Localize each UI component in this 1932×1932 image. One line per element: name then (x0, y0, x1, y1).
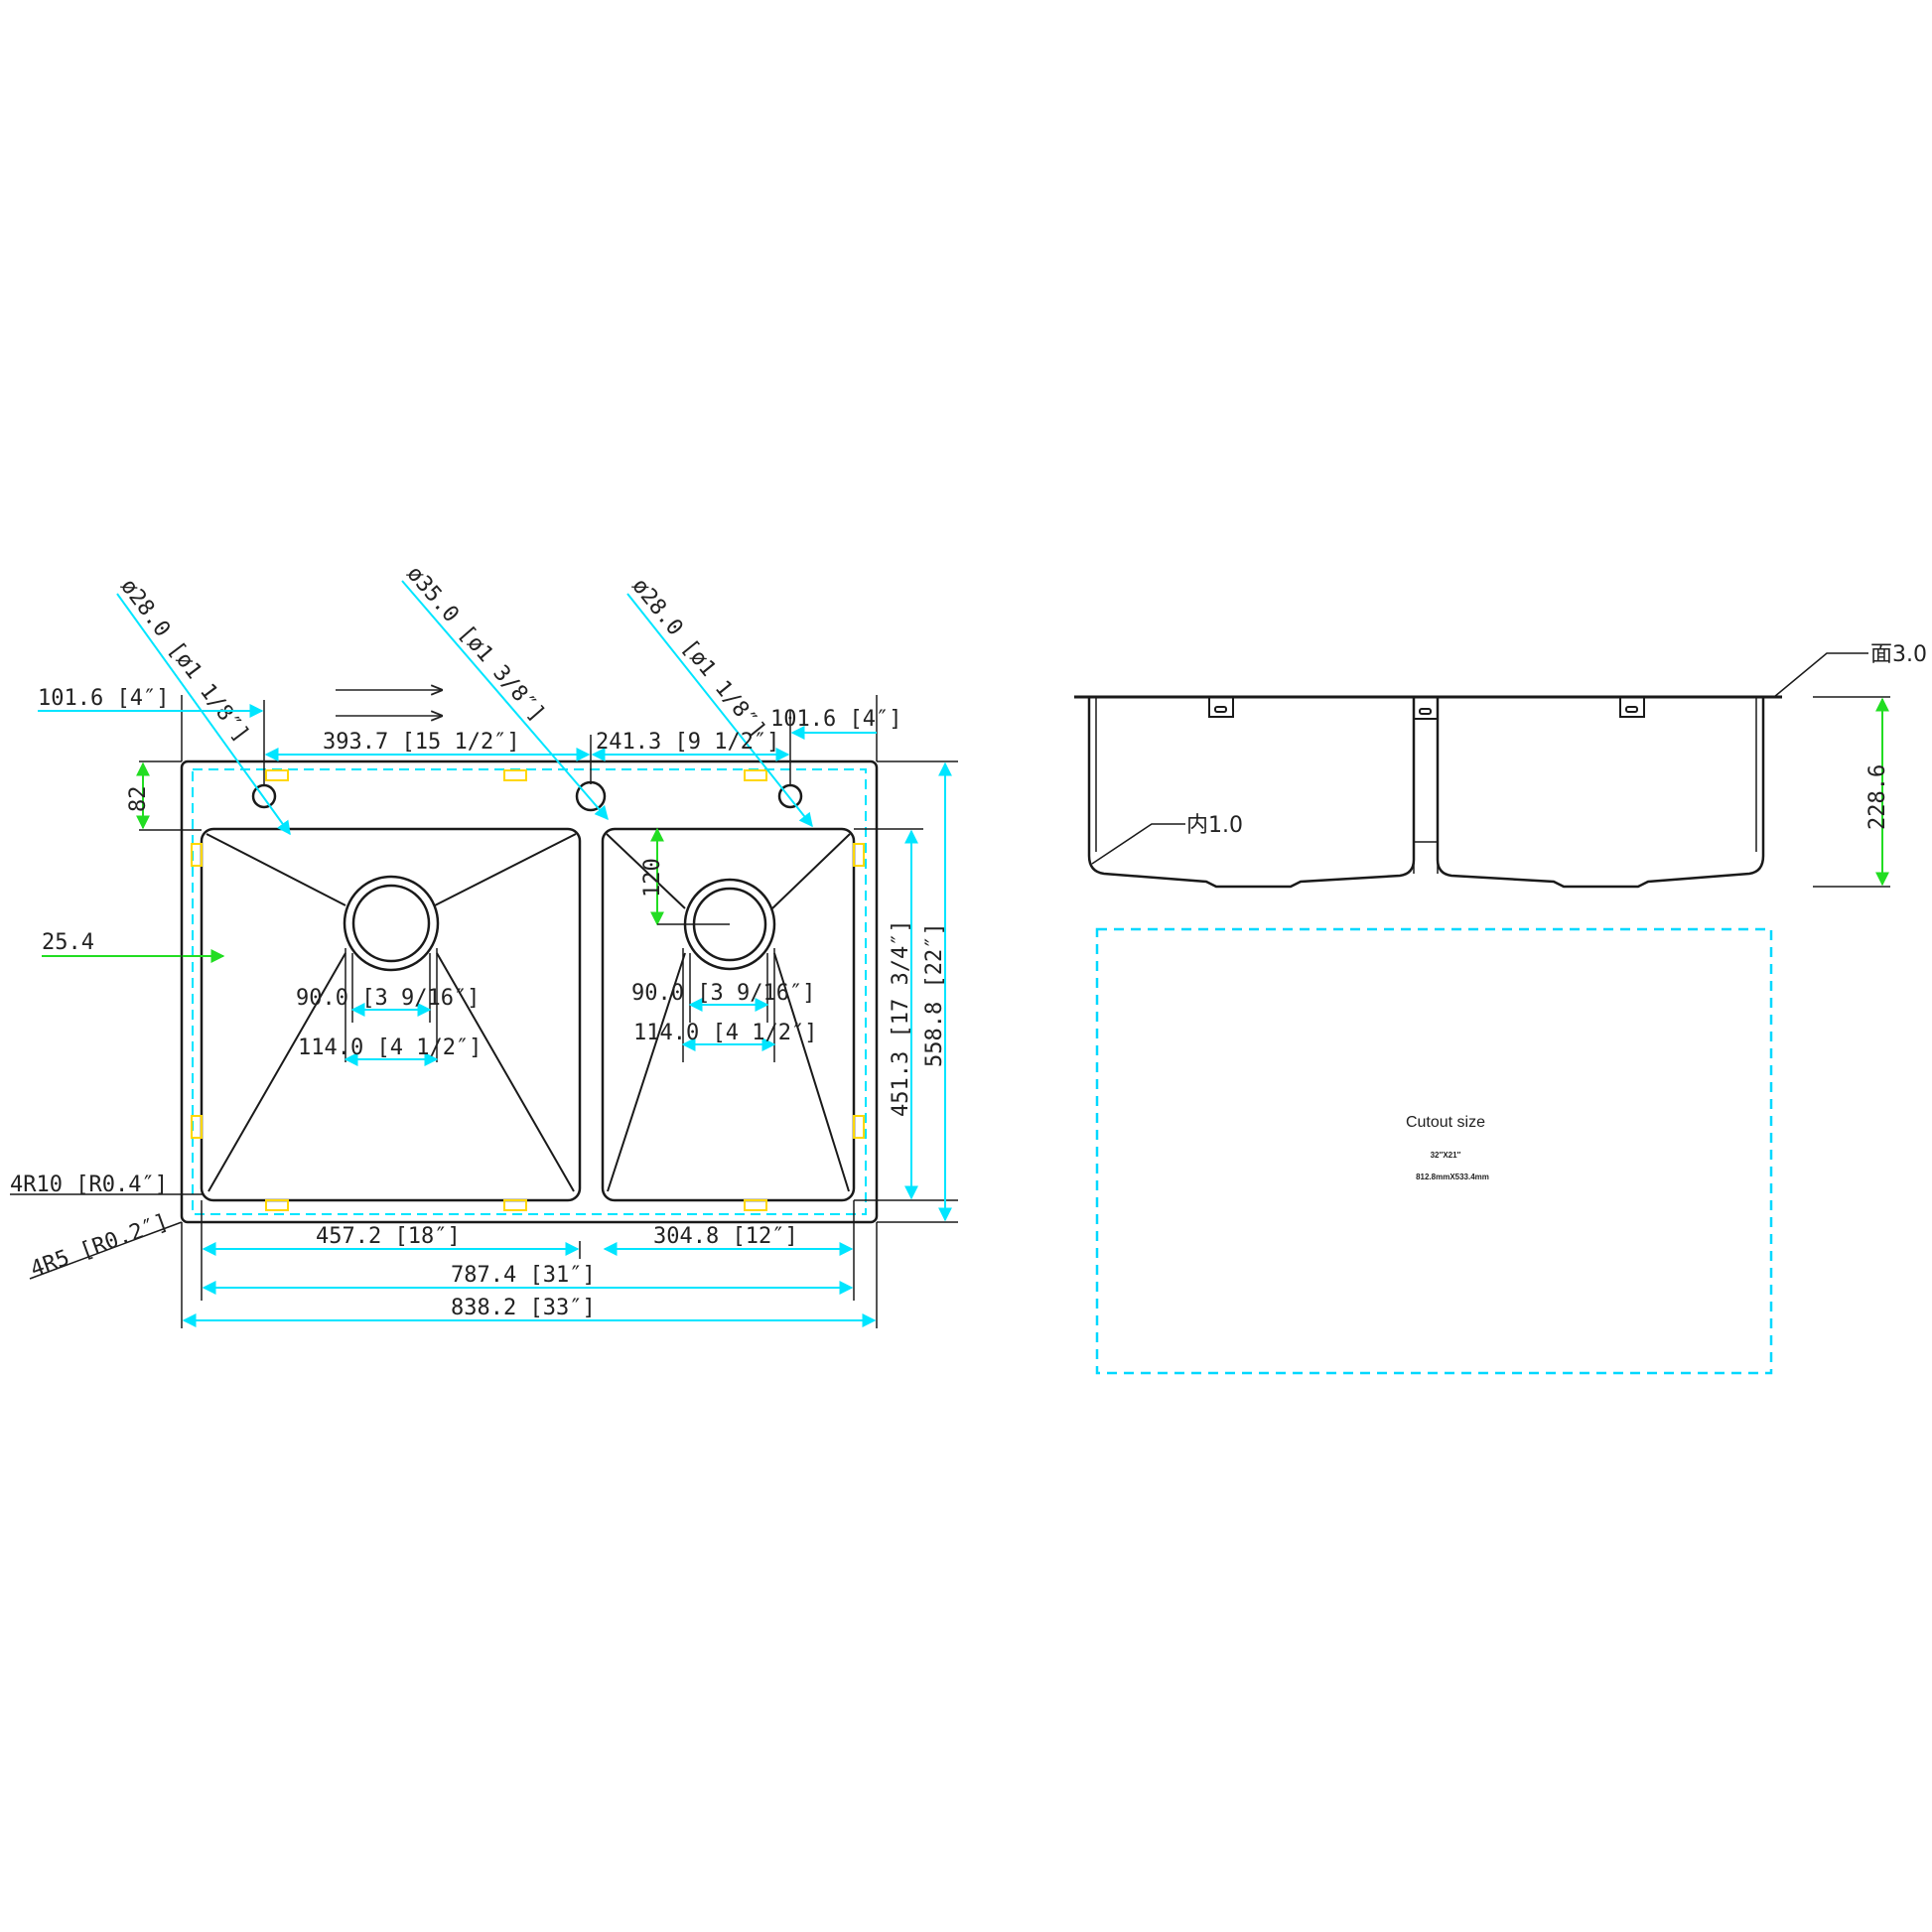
rim-width-dim: 25.4 (42, 930, 94, 955)
cutout-reference (192, 768, 867, 1215)
right-drain-outer-dim: 114.0 [4 1/2″] (633, 1021, 817, 1045)
right-offset-dim: 101.6 [4″] (770, 707, 901, 732)
side-right-bowl (1436, 697, 1765, 889)
hole-depth-dim: 82 (126, 786, 151, 813)
overall-width-dim: 838.2 [33″] (451, 1296, 596, 1320)
right-hole-label: ø28.0 [ø1 1/8″] (626, 574, 769, 743)
direction-arrows (336, 690, 442, 716)
hole-spacing-left-dim: 393.7 [15 1/2″] (323, 730, 520, 755)
right-drain-inner-dim: 90.0 [3 9/16″] (631, 981, 815, 1006)
deck-thickness-label: 面3.0 (1870, 642, 1927, 667)
right-bowl-width-dim: 304.8 [12″] (653, 1224, 798, 1249)
bowl-radius-dim: 4R10 [R0.4″] (10, 1173, 168, 1197)
outer-radius-dim: 4R5 [R0.2″] (28, 1209, 172, 1282)
hole-spacing-right-dim: 241.3 [9 1/2″] (596, 730, 779, 755)
left-bowl-width-dim: 457.2 [18″] (316, 1224, 461, 1249)
right-bowl (601, 827, 856, 1202)
mounting-clips (191, 769, 865, 1211)
tap-hole-left (251, 783, 277, 809)
side-left-bowl (1087, 697, 1416, 889)
overall-depth-dim: 558.8 [22″] (922, 922, 947, 1067)
bowl-depth-dim: 451.3 [17 3/4″] (889, 919, 913, 1117)
side-brackets (1208, 697, 1645, 720)
bowls-total-width-dim: 787.4 [31″] (451, 1263, 596, 1288)
bowl-height-dim: 228.6 (1865, 764, 1890, 830)
cutout-template: Cutout size 32″X21″ 812.8mmX533.4mm (1095, 927, 1773, 1375)
cutout-outline (1095, 927, 1773, 1375)
left-offset-dim: 101.6 [4″] (38, 686, 169, 711)
center-hole-label: ø35.0 [ø1 3/8″] (401, 562, 549, 727)
drain-offset-dim: 120 (640, 858, 665, 897)
side-view: 面3.0 内1.0 228.6 (1074, 642, 1927, 889)
top-view: ø28.0 [ø1 1/8″] ø35.0 [ø1 3/8″] ø28.0 [ø… (10, 562, 958, 1328)
left-drain-outer-dim: 114.0 [4 1/2″] (298, 1035, 482, 1060)
tap-hole-right (777, 783, 803, 809)
cutout-title: Cutout size (1406, 1114, 1485, 1131)
left-bowl (200, 827, 582, 1202)
extension-lines-top (139, 695, 878, 831)
hole-leaders (116, 580, 813, 836)
left-drain (206, 833, 577, 1192)
wall-thickness-label: 内1.0 (1186, 813, 1243, 838)
tap-hole-center (575, 780, 607, 812)
cutout-size-inches: 32″X21″ (1431, 1151, 1461, 1160)
left-drain-inner-dim: 90.0 [3 9/16″] (296, 986, 480, 1011)
left-hole-label: ø28.0 [ø1 1/8″] (115, 575, 254, 748)
extension-lines-bottom (181, 760, 958, 1328)
cutout-size-mm: 812.8mmX533.4mm (1416, 1173, 1489, 1181)
